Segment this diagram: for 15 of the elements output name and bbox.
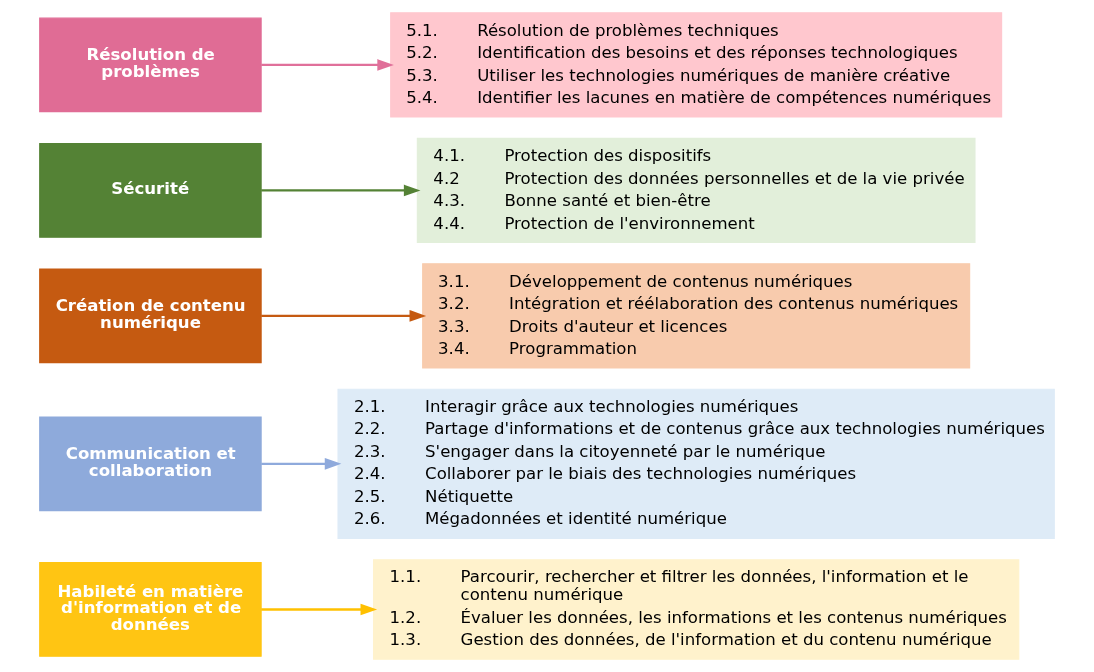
node-box: 1.1. Parcourir, rechercher et filtrer les données, l'information et le contenu numérique 1.2. Évaluer les données, les informations et les contenus numériques 1.3. Gestion des données, de l'information et du contenu numérique: [373, 559, 1020, 660]
node-box: Communication et collaboration: [39, 416, 262, 512]
node-box: 4.1. Protection des dispositifs 4.2 Protection des données personnelles et de la vie privée 4.3. Bonne santé et bien-être 4.4. Protection de l'environnement: [416, 137, 976, 244]
node-box: Sécurité: [39, 143, 262, 238]
arrow: [261, 603, 378, 616]
node-box: 5.1. Résolution de problèmes techniques 5.2. Identification des besoins et des réponses technologiques 5.3. Utiliser les technologies numériques de manière créative 5.4. Identifier les lacunes en matière de compétences numériques: [390, 12, 1003, 118]
arrow: [261, 310, 427, 322]
arrow: [261, 184, 421, 197]
node-box: 3.1. Développement de contenus numériques 3.2. Intégration et réélaboration des contenus numériques 3.3. Droits d'auteur et licences 3.4. Programmation: [422, 263, 971, 369]
arrow: [261, 59, 394, 71]
node-box: 2.1. Interagir grâce aux technologies numériques 2.2. Partage d'informations et de contenus grâce aux technologies numériques 2.3. S'engager dans la citoyenneté par le numérique 2.4. Collaborer par le biais des technologies numériques 2.5. Nétiquette 2.6. Mégadonnées et identité numérique: [337, 388, 1055, 539]
node-box: Création de contenu numérique: [39, 268, 262, 364]
node-box: Habileté en matière d'information et de données: [39, 562, 262, 657]
arrow: [261, 458, 342, 470]
node-box: Résolution de problèmes: [39, 17, 262, 113]
